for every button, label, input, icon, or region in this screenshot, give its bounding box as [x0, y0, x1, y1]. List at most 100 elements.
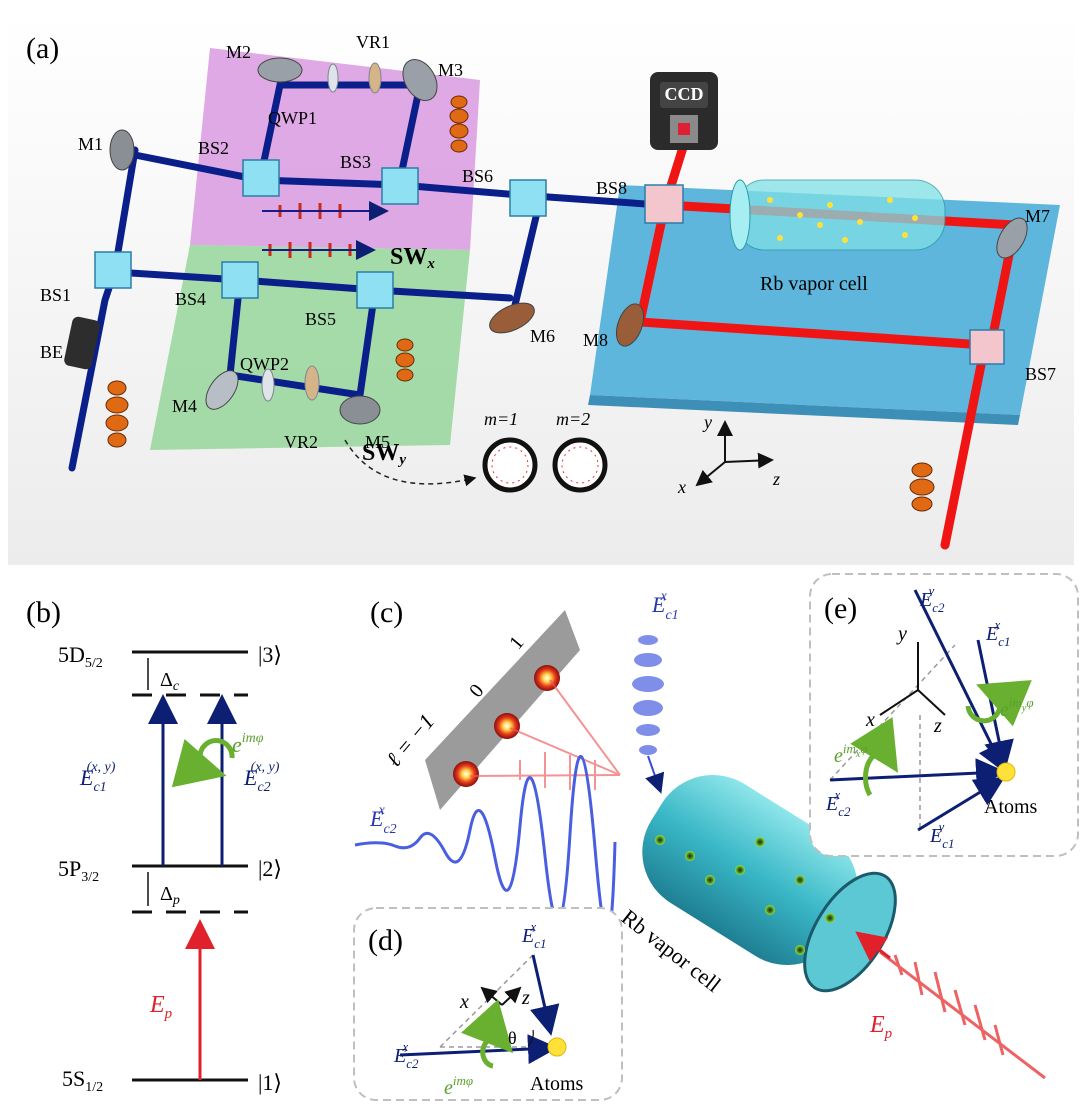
label-m6: M6	[530, 326, 555, 346]
ec2y-label: Ec2y	[919, 583, 945, 615]
label-swy: SWy	[362, 440, 406, 468]
axis-x-a: x	[677, 477, 686, 497]
mode-screen	[425, 610, 580, 810]
rb-cell-label-a: Rb vapor cell	[760, 273, 868, 295]
ec1-label-c: Ec1x	[651, 589, 679, 623]
red-probe-pulse	[879, 950, 1046, 1080]
label-be: BE	[40, 342, 63, 362]
waveplates	[261, 62, 382, 402]
rb-cell-a	[729, 179, 946, 251]
ccd-camera: CCD	[650, 72, 718, 150]
label-vr2: VR2	[284, 432, 318, 452]
phase-curl-d	[460, 999, 514, 1069]
axis-y-e: y	[896, 623, 907, 645]
blue-pulse-horizontal	[354, 755, 617, 936]
level-1-name: 5S1/2	[62, 1066, 103, 1095]
ell-1: 1	[505, 632, 528, 654]
ep-label-c: Ep	[869, 1012, 893, 1042]
mode-circles	[482, 437, 608, 493]
level-3-name: 5D5/2	[58, 642, 103, 671]
axes-e	[879, 642, 946, 716]
label-vr1: VR1	[356, 32, 390, 52]
ep-arrow-c	[855, 931, 891, 962]
ec2-label-b: Ec2(x, y)	[243, 760, 280, 795]
label-mode1: m=1	[484, 409, 518, 429]
ec2x-arrow	[829, 758, 1006, 789]
ec2-label-d: Ec2x	[393, 1039, 419, 1071]
phase-curl-ey	[965, 680, 1032, 727]
label-m5: M5	[365, 432, 390, 452]
axis-z-d: z	[521, 987, 530, 1009]
ec1-label-b: Ec1(x, y)	[79, 760, 116, 795]
phase-x-label: eimxφ	[834, 741, 868, 767]
label-m2: M2	[226, 42, 251, 62]
ep-label-b: Ep	[149, 992, 173, 1022]
axes-a	[695, 420, 774, 487]
level-3-ket: |3⟩	[258, 642, 282, 667]
label-qwp2: QWP2	[240, 354, 289, 374]
panel-b-label: (b)	[26, 596, 61, 629]
level-2-name: 5P3/2	[58, 856, 99, 885]
axis-x-e: x	[865, 709, 875, 731]
level-1-ket: |1⟩	[258, 1070, 282, 1095]
atoms-label-e: Atoms	[984, 796, 1038, 818]
label-m8: M8	[583, 330, 608, 350]
svg-text:CCD: CCD	[665, 84, 704, 104]
panel-c-label: (c)	[370, 596, 403, 629]
atoms-dot-d	[547, 1037, 567, 1057]
phase-curl-ex	[850, 717, 899, 797]
label-swx: SWx	[390, 244, 435, 272]
label-m1: M1	[78, 134, 103, 154]
theta-arc	[527, 1029, 534, 1047]
beam-expander	[64, 316, 100, 370]
cell-platform-edge	[588, 395, 1020, 425]
panel-d-label: (d)	[368, 924, 403, 957]
label-bs1: BS1	[40, 285, 71, 305]
ec1-label-d: Ec1x	[521, 919, 547, 951]
ec1y-label-e: Ec1y	[929, 819, 955, 851]
panel-a-label: (a)	[26, 32, 59, 65]
label-bs2: BS2	[198, 138, 229, 158]
label-bs8: BS8	[596, 178, 627, 198]
label-mode2: m=2	[556, 409, 590, 429]
phase-label-b: eimφ	[232, 731, 264, 757]
label-bs3: BS3	[340, 152, 371, 172]
axis-z-e: z	[933, 715, 942, 737]
red-cone-c	[469, 679, 621, 790]
ec2x-label-e: Ec2x	[825, 787, 851, 819]
label-m3: M3	[438, 60, 463, 80]
ec1-arrow-d	[530, 954, 560, 1036]
ec2-label-c: Ec2x	[369, 803, 397, 837]
ec1-arrow-c	[645, 755, 665, 794]
delta-p: Δp	[160, 883, 180, 908]
beam-splitters	[94, 159, 1005, 365]
panel-e-label: (e)	[824, 592, 857, 625]
ec2y-arrow	[913, 589, 1006, 774]
pulses-a	[105, 95, 935, 512]
label-bs6: BS6	[462, 166, 493, 186]
axis-y-a: y	[702, 412, 712, 432]
label-m7: M7	[1025, 206, 1050, 226]
level-2-ket: |2⟩	[258, 856, 282, 881]
blue-pulse-vertical	[632, 635, 664, 755]
axis-x-d: x	[459, 991, 469, 1013]
delta-c: Δc	[160, 669, 180, 694]
label-m4: M4	[172, 396, 197, 416]
ec1y-arrow	[917, 776, 1006, 832]
phase-curl-b	[171, 738, 235, 788]
ec1x-label-e: Ec1x	[985, 617, 1011, 649]
label-bs4: BS4	[175, 289, 206, 309]
label-qwp1: QWP1	[268, 108, 317, 128]
mode-spots	[453, 665, 560, 787]
label-bs5: BS5	[305, 309, 336, 329]
mirrors	[109, 57, 1028, 425]
theta-label: θ	[508, 1028, 517, 1048]
atoms-label-d: Atoms	[530, 1073, 584, 1095]
phase-y-label: eimyφ	[1000, 695, 1034, 721]
cell-platform	[590, 185, 1060, 415]
label-bs7: BS7	[1025, 364, 1056, 384]
mode-arrow	[344, 439, 477, 487]
atoms-dot-e	[996, 762, 1016, 782]
axis-z-a: z	[772, 469, 780, 489]
